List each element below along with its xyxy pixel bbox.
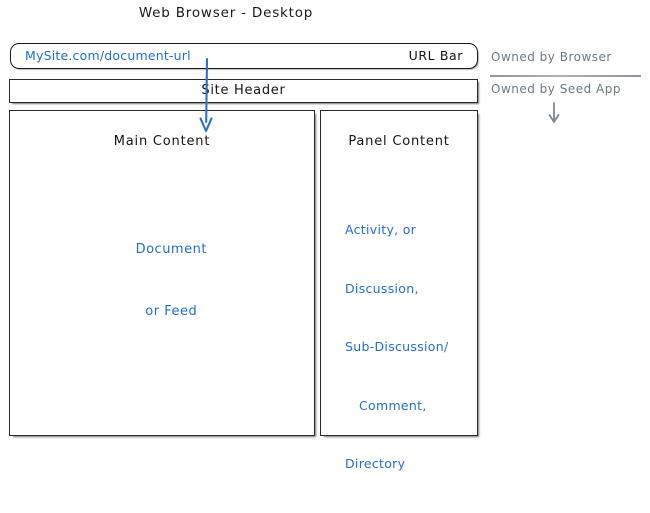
url-bar-label: URL Bar <box>408 48 463 63</box>
site-header-label: Site Header <box>201 83 286 98</box>
main-content-body-line-1: Document <box>135 242 207 257</box>
ownership-divider <box>490 75 641 77</box>
panel-content-box: Panel Content Activity, or Discussion, S… <box>320 110 478 471</box>
annotation-owned-by-seed-app: Owned by Seed App <box>491 82 621 96</box>
main-content-body: Document or Feed <box>10 203 314 358</box>
site-header-box: Site Header <box>9 79 478 103</box>
panel-content-body: Activity, or Discussion, Sub-Discussion/… <box>345 181 465 513</box>
panel-content-title: Panel Content <box>348 134 450 149</box>
main-content-body-line-2: or Feed <box>145 304 198 319</box>
panel-line: Activity, or <box>345 222 417 237</box>
annotation-owned-by-browser: Owned by Browser <box>491 50 612 64</box>
panel-line: Comment, <box>359 397 427 413</box>
panel-line: Sub-Discussion/ <box>345 339 449 354</box>
panel-line: Discussion, <box>345 280 419 296</box>
diagram-title: Web Browser - Desktop <box>138 5 314 21</box>
main-content-box: Main Content Document or Feed <box>9 110 315 436</box>
url-bar[interactable]: MySite.com/document-url URL Bar <box>10 43 478 69</box>
panel-line: Directory <box>345 456 406 471</box>
seed-app-ownership-arrow <box>548 102 560 123</box>
url-input-value[interactable]: MySite.com/document-url <box>25 48 191 63</box>
main-content-title: Main Content <box>113 134 211 149</box>
